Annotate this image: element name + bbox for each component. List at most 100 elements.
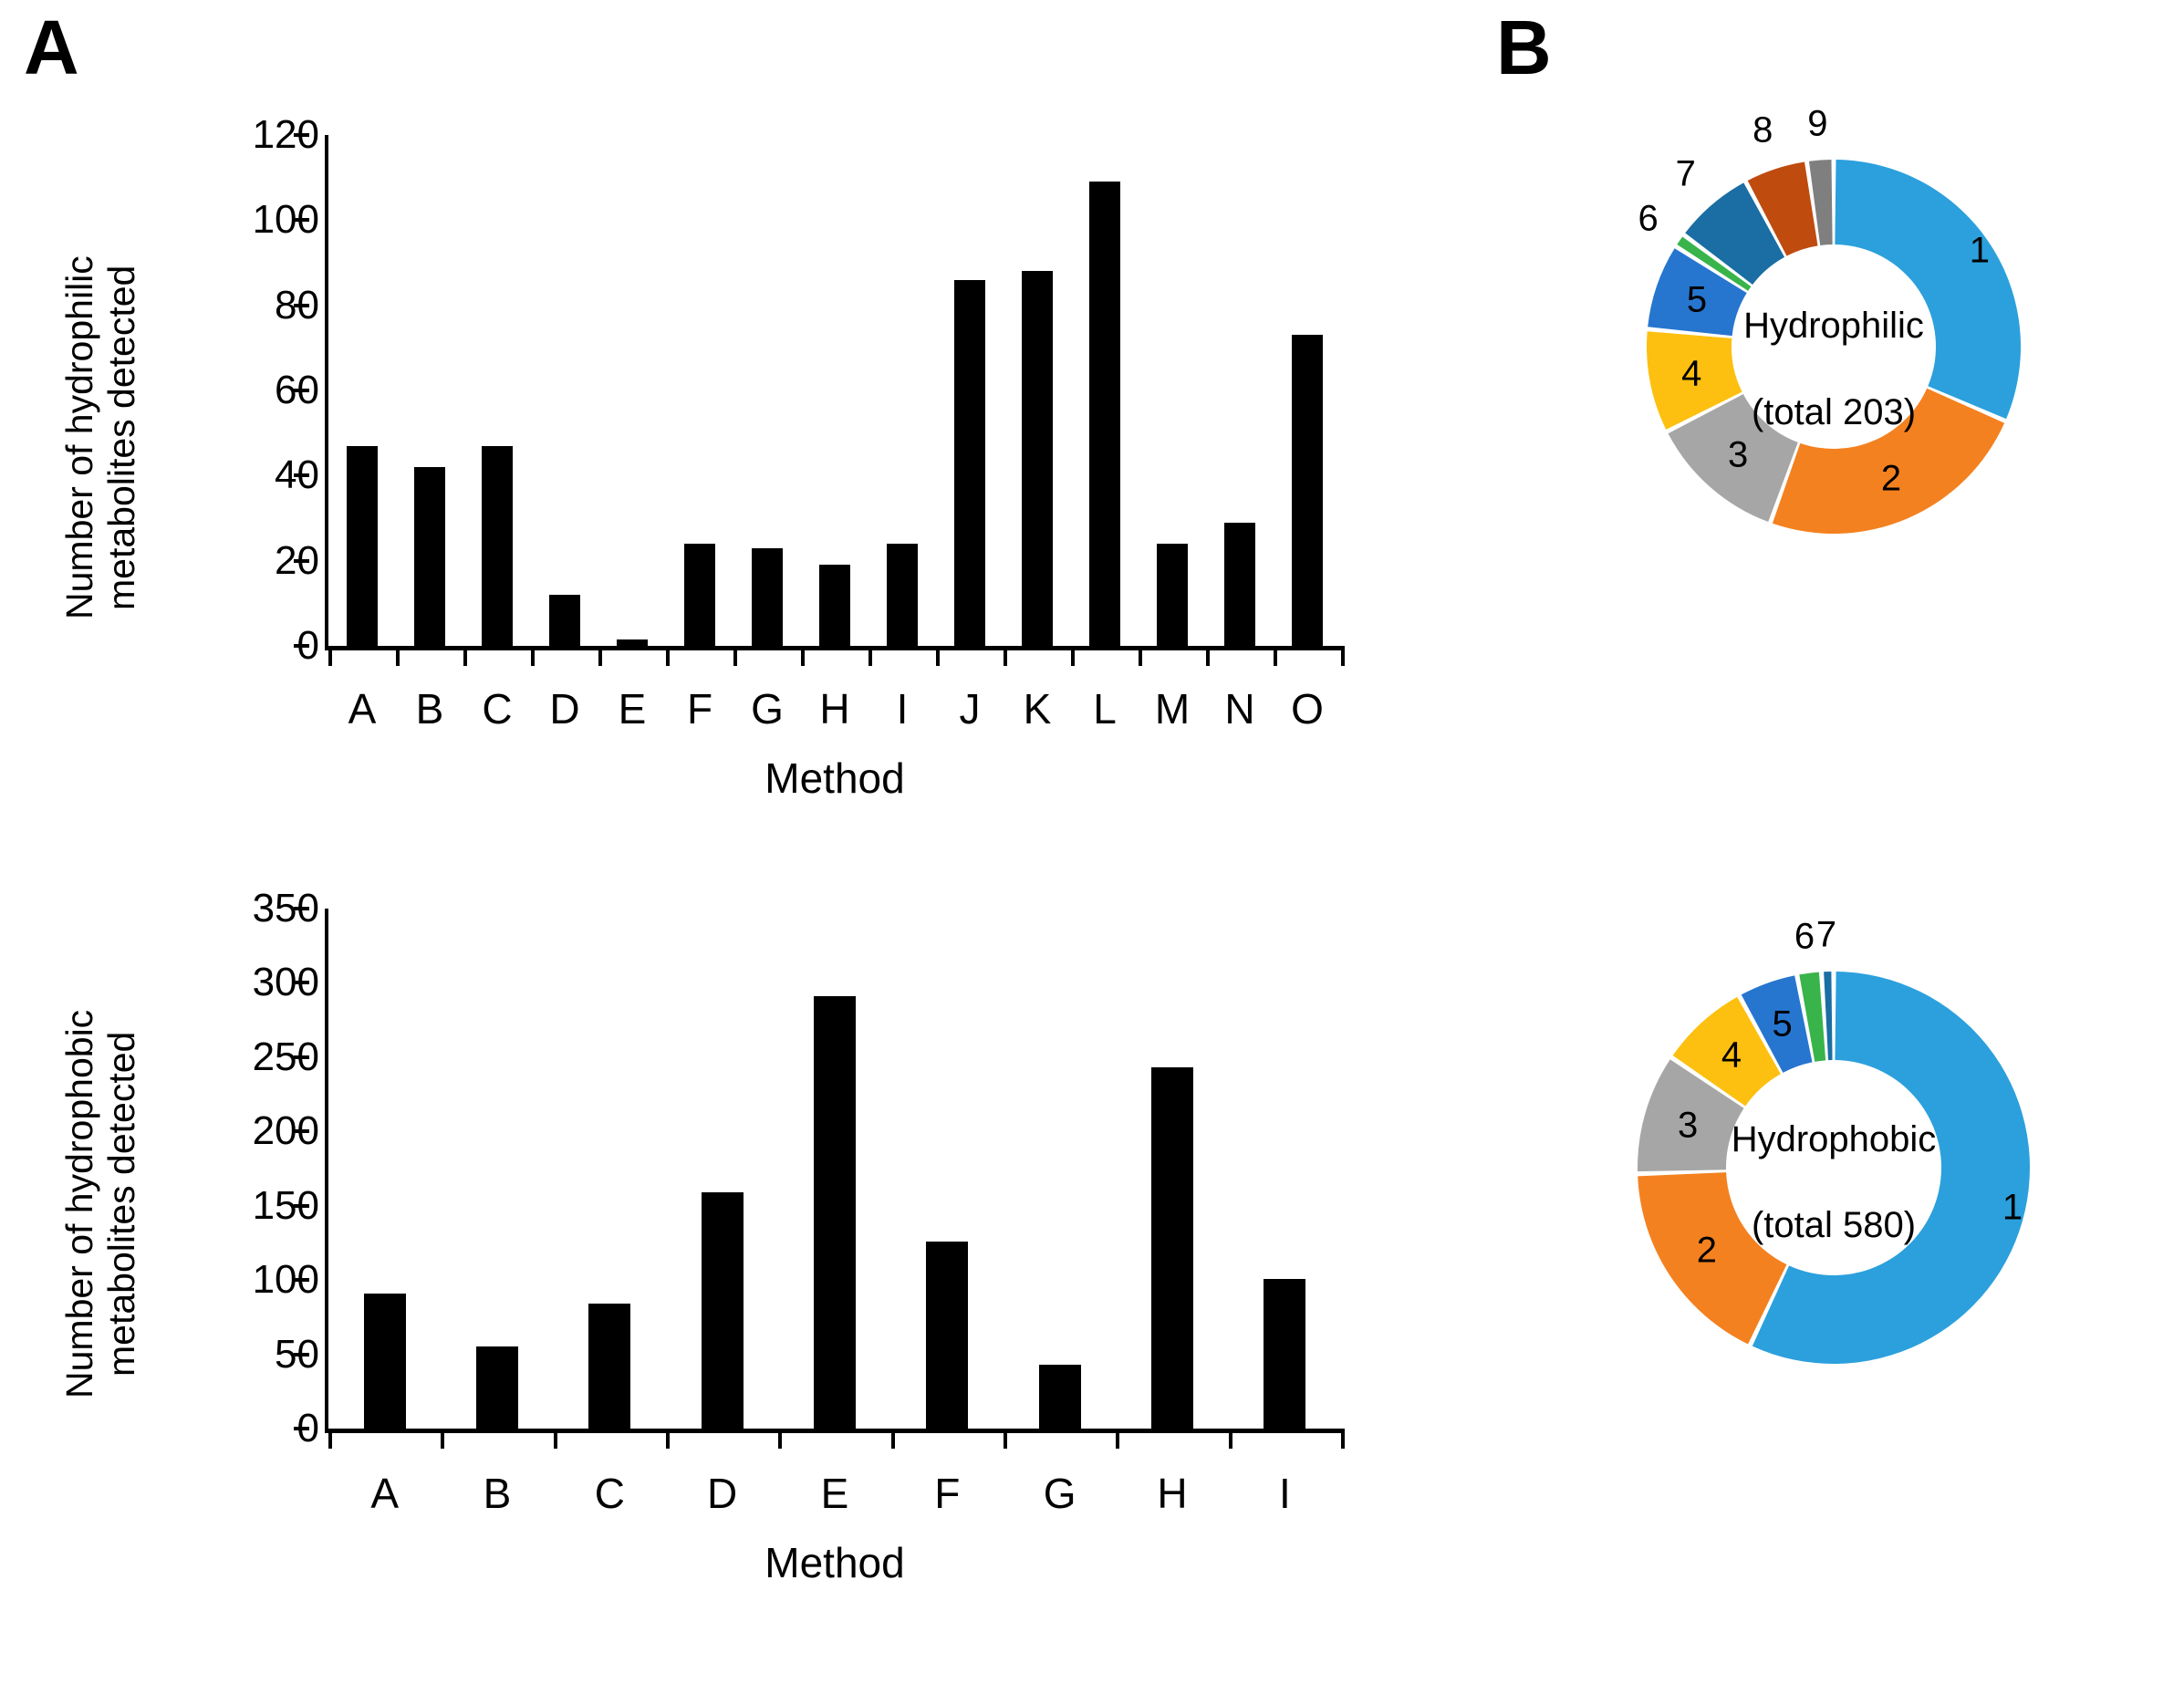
donut-slice-label: 3 <box>1677 1105 1699 1146</box>
hydrophilic-donut-svg <box>1647 160 2021 534</box>
x-tick-label: I <box>1278 1470 1291 1517</box>
donut-slice-callout-label: 7 <box>1815 914 1837 955</box>
x-tick-mark <box>598 646 602 666</box>
x-tick-mark <box>1274 646 1277 666</box>
x-tick-label: G <box>751 685 784 733</box>
donut-center-subtitle: (total 203) <box>1751 391 1917 432</box>
y-tick-label: 200 <box>252 1108 319 1154</box>
x-tick-mark <box>1341 646 1345 666</box>
y-tick-label: 0 <box>296 623 319 668</box>
donut-slice[interactable] <box>1799 972 1826 1062</box>
x-tick-mark <box>328 646 332 666</box>
y-tick-mark <box>294 558 309 563</box>
y-tick-mark <box>294 303 309 307</box>
y-tick-label: 350 <box>252 886 319 930</box>
panel-label-a: A <box>24 5 79 90</box>
x-tick-label: K <box>1023 685 1052 733</box>
bar <box>701 1192 744 1429</box>
x-tick-label: C <box>594 1470 625 1517</box>
bar <box>1292 335 1323 646</box>
donut-slice-callout-label: 7 <box>1675 153 1696 194</box>
x-tick-mark <box>868 646 872 666</box>
y-tick-label: 50 <box>275 1331 319 1377</box>
bar <box>819 565 850 646</box>
donut-slice[interactable] <box>1824 972 1833 1061</box>
bar <box>887 544 918 646</box>
x-tick-mark <box>1139 646 1142 666</box>
y-tick-mark <box>294 133 309 137</box>
donut-slice[interactable] <box>1808 160 1833 245</box>
donut-slice-callout-label: 6 <box>1794 916 1815 957</box>
bar <box>414 467 445 646</box>
x-tick-mark <box>666 646 670 666</box>
x-tick-label: H <box>819 685 850 733</box>
bar <box>1089 182 1120 646</box>
donut-slice[interactable] <box>1647 331 1742 430</box>
donut-slice[interactable] <box>1752 972 2030 1364</box>
x-tick-label: J <box>959 685 981 733</box>
donut-slice[interactable] <box>1668 394 1798 523</box>
bar <box>482 445 513 646</box>
y-tick-label: 120 <box>252 112 319 157</box>
donut-slice[interactable] <box>1648 248 1747 337</box>
x-tick-label: M <box>1154 685 1191 733</box>
y-tick-mark <box>294 1352 309 1357</box>
bar <box>588 1304 631 1429</box>
x-tick-mark <box>1071 646 1075 666</box>
donut-slice[interactable] <box>1747 161 1818 256</box>
y-tick-label: 100 <box>252 1257 319 1303</box>
hydrophilic-donut-center-label: Hydrophilic (total 203) <box>1743 262 1924 477</box>
donut-slice[interactable] <box>1685 182 1785 285</box>
x-tick-mark <box>1004 646 1007 666</box>
x-tick-mark <box>1341 1429 1345 1449</box>
y-tick-mark <box>294 1203 309 1208</box>
x-tick-label: D <box>549 685 580 733</box>
x-tick-mark <box>1206 646 1210 666</box>
y-tick-mark <box>294 1129 309 1134</box>
x-tick-mark <box>936 646 940 666</box>
x-tick-label: E <box>618 685 647 733</box>
donut-slice-label: 4 <box>1721 1034 1742 1076</box>
bar <box>476 1346 518 1429</box>
donut-slice-label: 2 <box>1696 1230 1717 1271</box>
y-tick-label: 60 <box>275 368 319 412</box>
donut-slice-callout-label: 6 <box>1638 198 1659 239</box>
hydrophobic-donut-svg <box>1638 972 2030 1364</box>
x-tick-label: B <box>483 1470 512 1517</box>
donut-slice-label: 1 <box>2002 1187 2023 1228</box>
donut-slice[interactable] <box>1741 975 1813 1073</box>
donut-slice[interactable] <box>1677 236 1752 291</box>
bar <box>1224 522 1255 646</box>
bar <box>1038 1364 1081 1429</box>
y-tick-mark <box>294 1427 309 1430</box>
bar <box>363 1293 406 1429</box>
y-tick-mark <box>294 389 309 392</box>
donut-slice[interactable] <box>1772 388 2005 534</box>
x-tick-label: L <box>1093 685 1117 733</box>
y-tick-label: 20 <box>275 537 319 583</box>
bar <box>926 1241 969 1429</box>
y-tick-label: 80 <box>275 282 319 327</box>
y-tick-label: 250 <box>252 1034 319 1079</box>
donut-slice-label: 4 <box>1681 353 1702 394</box>
plot-area-hydrophobic <box>325 909 1345 1449</box>
x-tick-mark <box>396 646 400 666</box>
y-tick-mark <box>294 1055 309 1059</box>
x-tick-label: I <box>896 685 909 733</box>
x-tick-mark <box>778 1429 783 1449</box>
donut-slice[interactable] <box>1638 1059 1744 1172</box>
donut-slice[interactable] <box>1835 160 2021 420</box>
donut-slice-label: 3 <box>1728 434 1749 475</box>
donut-slice[interactable] <box>1672 996 1781 1107</box>
donut-slice-label: 5 <box>1772 1003 1793 1045</box>
x-tick-label: B <box>415 685 444 733</box>
x-tick-mark <box>441 1429 445 1449</box>
donut-slice[interactable] <box>1638 1172 1787 1345</box>
x-tick-mark <box>801 646 805 666</box>
x-tick-mark <box>1228 1429 1232 1449</box>
y-tick-label: 40 <box>275 452 319 498</box>
x-tick-label: F <box>934 1470 961 1517</box>
